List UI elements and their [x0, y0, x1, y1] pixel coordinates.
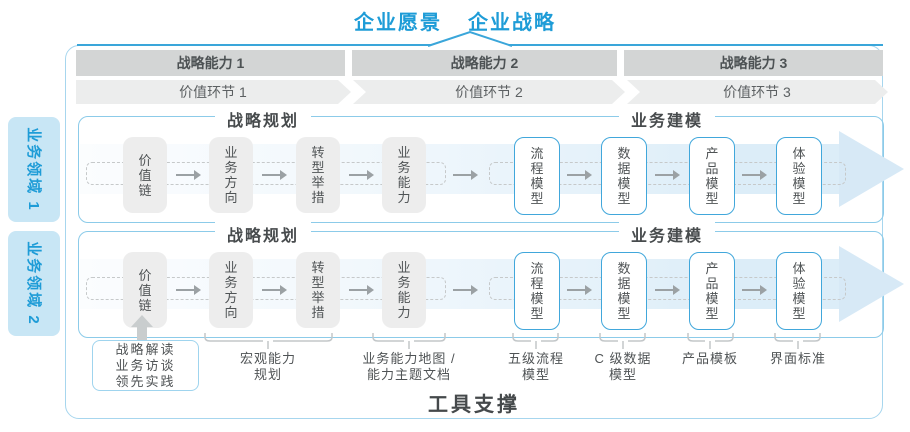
flow-box-label: 业务方向 — [224, 145, 238, 205]
title-strategy: 企业战略 — [468, 12, 556, 34]
phase-label-modeling: 业务建模 — [618, 222, 716, 246]
flow-box-label: 数据模型 — [617, 261, 631, 321]
tool-support-label: 工具支撑 — [428, 394, 520, 416]
flow-box-product-model: 产品模型 — [689, 137, 735, 215]
value-segment-3-label: 价值环节 3 — [723, 84, 791, 100]
flow-box-label: 数据模型 — [617, 146, 631, 206]
flow-box-experience-model: 体验模型 — [776, 137, 822, 215]
flow-box-label: 流程模型 — [530, 146, 544, 206]
dashed-track-planning — [86, 162, 446, 185]
flow-box-label: 产品模型 — [705, 261, 719, 321]
annotation-line: 能力主题文档 — [366, 367, 451, 382]
annotation-product-template: 产品模板 — [635, 351, 785, 367]
annotation-line: 模型 — [608, 367, 637, 382]
capability-bar-2-label: 战略能力 2 — [450, 55, 519, 71]
capability-bar-3-label: 战略能力 3 — [719, 55, 788, 71]
flow-box-product-model: 产品模型 — [689, 252, 735, 330]
annotation-line: 五级流程 — [507, 351, 564, 366]
flow-box-label: 体验模型 — [792, 146, 806, 206]
practice-line-3: 领先实践 — [115, 373, 176, 389]
right-arrow-icon — [453, 170, 478, 180]
domain-label-1: 业务领域 1 — [8, 117, 60, 222]
capability-bar-2: 战略能力 2 — [352, 50, 617, 76]
flow-box-business-direction: 业务方向 — [209, 137, 253, 213]
flow-box-label: 价值链 — [138, 267, 152, 313]
flow-box-label: 业务能力 — [397, 260, 411, 320]
flow-box-business-capability: 业务能力 — [382, 252, 426, 328]
annotation-line: 宏观能力 — [239, 351, 296, 366]
flow-box-data-model: 数据模型 — [601, 137, 647, 215]
annotation-line: 界面标准 — [769, 351, 826, 366]
dashed-track-planning — [86, 277, 446, 300]
annotation-process-model: 五级流程 模型 — [461, 351, 611, 383]
annotation-line: C 级数据 — [594, 351, 652, 366]
domain-label-2: 业务领域 2 — [8, 231, 60, 336]
value-segment-1-label: 价值环节 1 — [179, 84, 247, 100]
flow-band-arrowhead — [839, 246, 904, 322]
flow-box-transformation: 转型举措 — [296, 137, 340, 213]
flow-box-label: 流程模型 — [530, 261, 544, 321]
flow-box-label: 产品模型 — [705, 146, 719, 206]
flow-band-arrowhead — [839, 131, 904, 207]
flow-box-business-capability: 业务能力 — [382, 137, 426, 213]
right-arrow-icon — [176, 285, 201, 295]
flow-box-business-direction: 业务方向 — [209, 252, 253, 328]
domain-label-2-text: 业务领域 2 — [24, 241, 42, 326]
domain-row-2: 战略规划 业务建模 价值链 业务方向 转型举措 业务能力 流程模型 数据模型 产… — [78, 222, 904, 338]
flow-box-process-model: 流程模型 — [514, 137, 560, 215]
right-arrow-icon — [567, 285, 592, 295]
flow-box-value-chain: 价值链 — [123, 137, 167, 213]
annotation-line: 模型 — [521, 367, 550, 382]
flow-box-transformation: 转型举措 — [296, 252, 340, 328]
right-arrow-icon — [655, 285, 680, 295]
annotation-line: 业务能力地图 / — [362, 351, 456, 366]
right-arrow-icon — [176, 170, 201, 180]
flow-box-data-model: 数据模型 — [601, 252, 647, 330]
practice-line-2: 业务访谈 — [115, 357, 176, 373]
capability-bar-3: 战略能力 3 — [624, 50, 883, 76]
annotation-data-model: C 级数据 模型 — [548, 351, 698, 383]
capability-bar-1-label: 战略能力 1 — [176, 55, 245, 71]
top-border-line — [77, 44, 883, 46]
annotation-capability-map: 业务能力地图 / 能力主题文档 — [334, 351, 484, 383]
domain-row-1: 战略规划 业务建模 价值链 业务方向 转型举措 业务能力 流程模型 数据模型 产… — [78, 107, 904, 223]
phase-label-planning: 战略规划 — [214, 222, 312, 246]
flow-box-label: 体验模型 — [792, 261, 806, 321]
flow-box-label: 业务能力 — [397, 145, 411, 205]
right-arrow-icon — [262, 170, 287, 180]
phase-label-planning: 战略规划 — [214, 107, 312, 131]
right-arrow-icon — [567, 170, 592, 180]
right-arrow-icon — [453, 285, 478, 295]
domain-label-1-text: 业务领域 1 — [24, 127, 42, 212]
right-arrow-icon — [262, 285, 287, 295]
practice-line-1: 战略解读 — [115, 341, 176, 357]
right-arrow-icon — [742, 170, 767, 180]
page-title: 企业愿景 企业战略 — [0, 6, 910, 35]
dashed-track-modeling — [489, 277, 846, 300]
flow-box-label: 价值链 — [138, 152, 152, 198]
dashed-track-modeling — [489, 162, 846, 185]
right-arrow-icon — [742, 285, 767, 295]
flow-box-experience-model: 体验模型 — [776, 252, 822, 330]
flow-box-label: 转型举措 — [311, 145, 325, 205]
flow-box-label: 转型举措 — [311, 260, 325, 320]
right-arrow-icon — [349, 170, 374, 180]
annotation-macro-capability: 宏观能力 规划 — [193, 351, 343, 383]
annotation-line: 规划 — [253, 367, 282, 382]
annotation-line: 产品模板 — [681, 351, 738, 366]
flow-box-label: 业务方向 — [224, 260, 238, 320]
phase-label-modeling: 业务建模 — [618, 107, 716, 131]
annotation-ui-standard: 界面标准 — [723, 351, 873, 367]
practice-annotation-box: 战略解读 业务访谈 领先实践 — [92, 340, 199, 391]
right-arrow-icon — [655, 170, 680, 180]
capability-bar-1: 战略能力 1 — [76, 50, 345, 76]
flow-box-process-model: 流程模型 — [514, 252, 560, 330]
value-segment-2-label: 价值环节 2 — [455, 84, 523, 100]
title-vision: 企业愿景 — [354, 12, 442, 34]
flow-box-value-chain: 价值链 — [123, 252, 167, 328]
right-arrow-icon — [349, 285, 374, 295]
